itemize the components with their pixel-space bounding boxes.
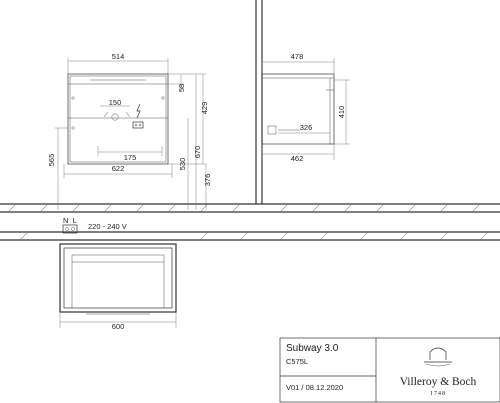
dim-top-width: 514 [112,52,125,61]
dim-depth-478: 478 [291,52,304,61]
title-block: Subway 3.0 C575L V01 / 08.12.2020 Viller… [279,337,500,403]
product-code: C575L [286,357,308,366]
dim-width-175: 175 [124,153,137,162]
dim-height-376: 376 [203,174,212,187]
dim-height-670: 670 [193,146,202,159]
dim-depth-462: 462 [291,154,304,163]
dim-inner-326: 326 [300,123,313,132]
wall-section [0,0,500,241]
dim-width-622: 622 [112,164,125,173]
brand-logo-icon [424,347,452,367]
socket-outlet-icon [62,224,78,234]
brand-name: Villeroy & Boch [400,376,477,388]
top-view: 600 [59,243,177,331]
dim-height-429: 429 [200,102,209,115]
dim-height-565: 565 [47,154,56,167]
dim-bottom-600: 600 [112,322,125,331]
socket-icon [132,121,144,129]
dim-drawer-58: 58 [177,84,186,92]
dim-hole-150: 150 [109,98,122,107]
revision-date: V01 / 08.12.2020 [286,383,343,392]
dim-depth-410: 410 [337,106,346,119]
voltage-label: 220 - 240 V [88,222,127,231]
lightning-icon [136,103,141,119]
product-name: Subway 3.0 [286,343,339,354]
front-view: 514 150 175 622 58 429 530 670 376 565 [47,52,212,210]
socket-labels: N L [63,216,77,225]
electrical-connection: N L 220 - 240 V [62,216,127,234]
dim-height-530: 530 [178,158,187,171]
brand-year: 1748 [430,391,446,397]
side-view: 478 410 326 462 [261,52,350,163]
